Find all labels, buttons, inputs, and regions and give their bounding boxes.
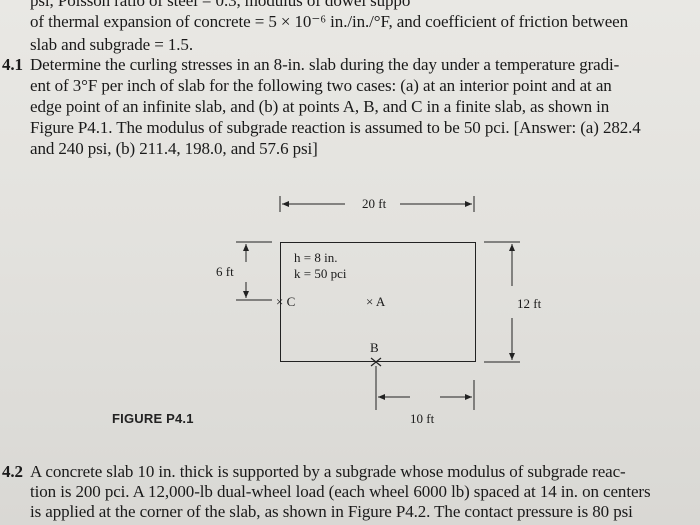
b-offset-label: 10 ft [410, 411, 435, 426]
slab-outline [280, 242, 476, 362]
problem-text: edge point of an infinite slab, and (b) … [30, 97, 610, 116]
problem-text: ent of 3°F per inch of slab for the foll… [30, 76, 612, 95]
problem-text: tion is 200 pci. A 12,000-lb dual-wheel … [30, 482, 651, 501]
problem-number: 4.1 [2, 55, 23, 74]
problem-number: 4.2 [2, 462, 23, 481]
problem-text: A concrete slab 10 in. thick is supporte… [30, 462, 626, 481]
problem-text: and 240 psi, (b) 211.4, 198.0, and 57.6 … [30, 139, 318, 158]
subgrade-k-label: k = 50 pci [294, 266, 347, 281]
width-label: 20 ft [362, 196, 387, 211]
figure-caption: FIGURE P4.1 [112, 411, 194, 426]
problem-text: Determine the curling stresses in an 8-i… [30, 55, 620, 74]
point-a-label: × A [366, 294, 386, 309]
text-line: of thermal expansion of concrete = 5 × 1… [30, 12, 628, 31]
text-line-top: psi, Poisson ratio of steel = 0.3, modul… [30, 0, 411, 10]
problem-text: Figure P4.1. The modulus of subgrade rea… [30, 118, 641, 137]
point-b-label: B [370, 340, 379, 355]
height-label: 12 ft [517, 296, 542, 311]
point-c-label: × C [276, 294, 296, 309]
thickness-label: h = 8 in. [294, 250, 338, 265]
point-b-marker [370, 357, 382, 367]
problem-text: is applied at the corner of the slab, as… [30, 502, 633, 521]
text-line: slab and subgrade = 1.5. [30, 35, 193, 54]
c-offset-label: 6 ft [216, 264, 234, 279]
